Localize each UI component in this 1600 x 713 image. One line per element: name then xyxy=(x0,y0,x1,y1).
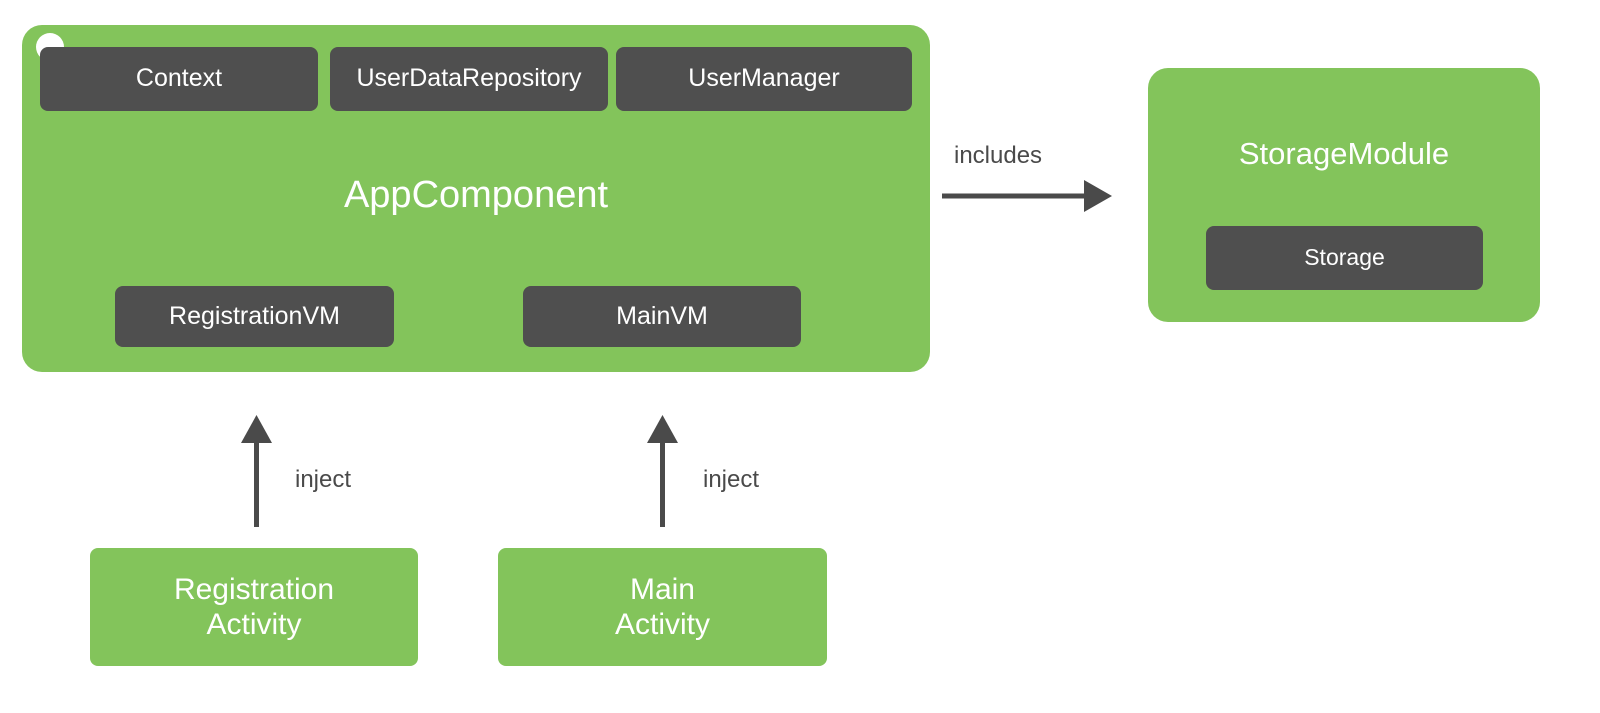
dependency-chip-label: UserManager xyxy=(688,64,840,93)
viewmodel-chip-mainvm[interactable]: MainVM xyxy=(523,286,801,347)
activity-card-main[interactable]: Main Activity xyxy=(498,548,827,666)
provides-chip-storage[interactable]: Storage xyxy=(1206,226,1483,290)
dependency-chip-label: Context xyxy=(135,64,223,93)
activity-card-registration[interactable]: Registration Activity xyxy=(90,548,418,666)
arrow-inject-registration xyxy=(241,415,272,527)
viewmodel-chip-label: RegistrationVM xyxy=(169,301,340,330)
dependency-chip-usermanager[interactable]: UserManager xyxy=(616,47,912,111)
arrow-inject-main xyxy=(647,415,678,527)
dependency-chip-label: UserDataRepository xyxy=(356,64,582,93)
activity-card-label: Main Activity xyxy=(614,572,710,641)
storage-module-title: StorageModule xyxy=(1148,136,1540,172)
activity-card-label: Registration Activity xyxy=(173,572,335,641)
provides-chip-label: Storage xyxy=(1304,244,1385,271)
app-component-title: AppComponent xyxy=(22,174,930,217)
edge-label-inject-main: inject xyxy=(703,466,760,493)
dependency-chip-context[interactable]: Context xyxy=(40,47,318,111)
dependency-chip-userdatarepository[interactable]: UserDataRepository xyxy=(330,47,608,111)
app-component-title-text: AppComponent xyxy=(343,174,609,216)
storage-module-title-text: StorageModule xyxy=(1238,136,1450,171)
arrow-includes xyxy=(942,180,1112,212)
viewmodel-chip-registrationvm[interactable]: RegistrationVM xyxy=(115,286,394,347)
edge-label-includes: includes xyxy=(954,142,1043,169)
viewmodel-chip-label: MainVM xyxy=(616,301,708,330)
edge-label-inject-registration: inject xyxy=(295,466,352,493)
